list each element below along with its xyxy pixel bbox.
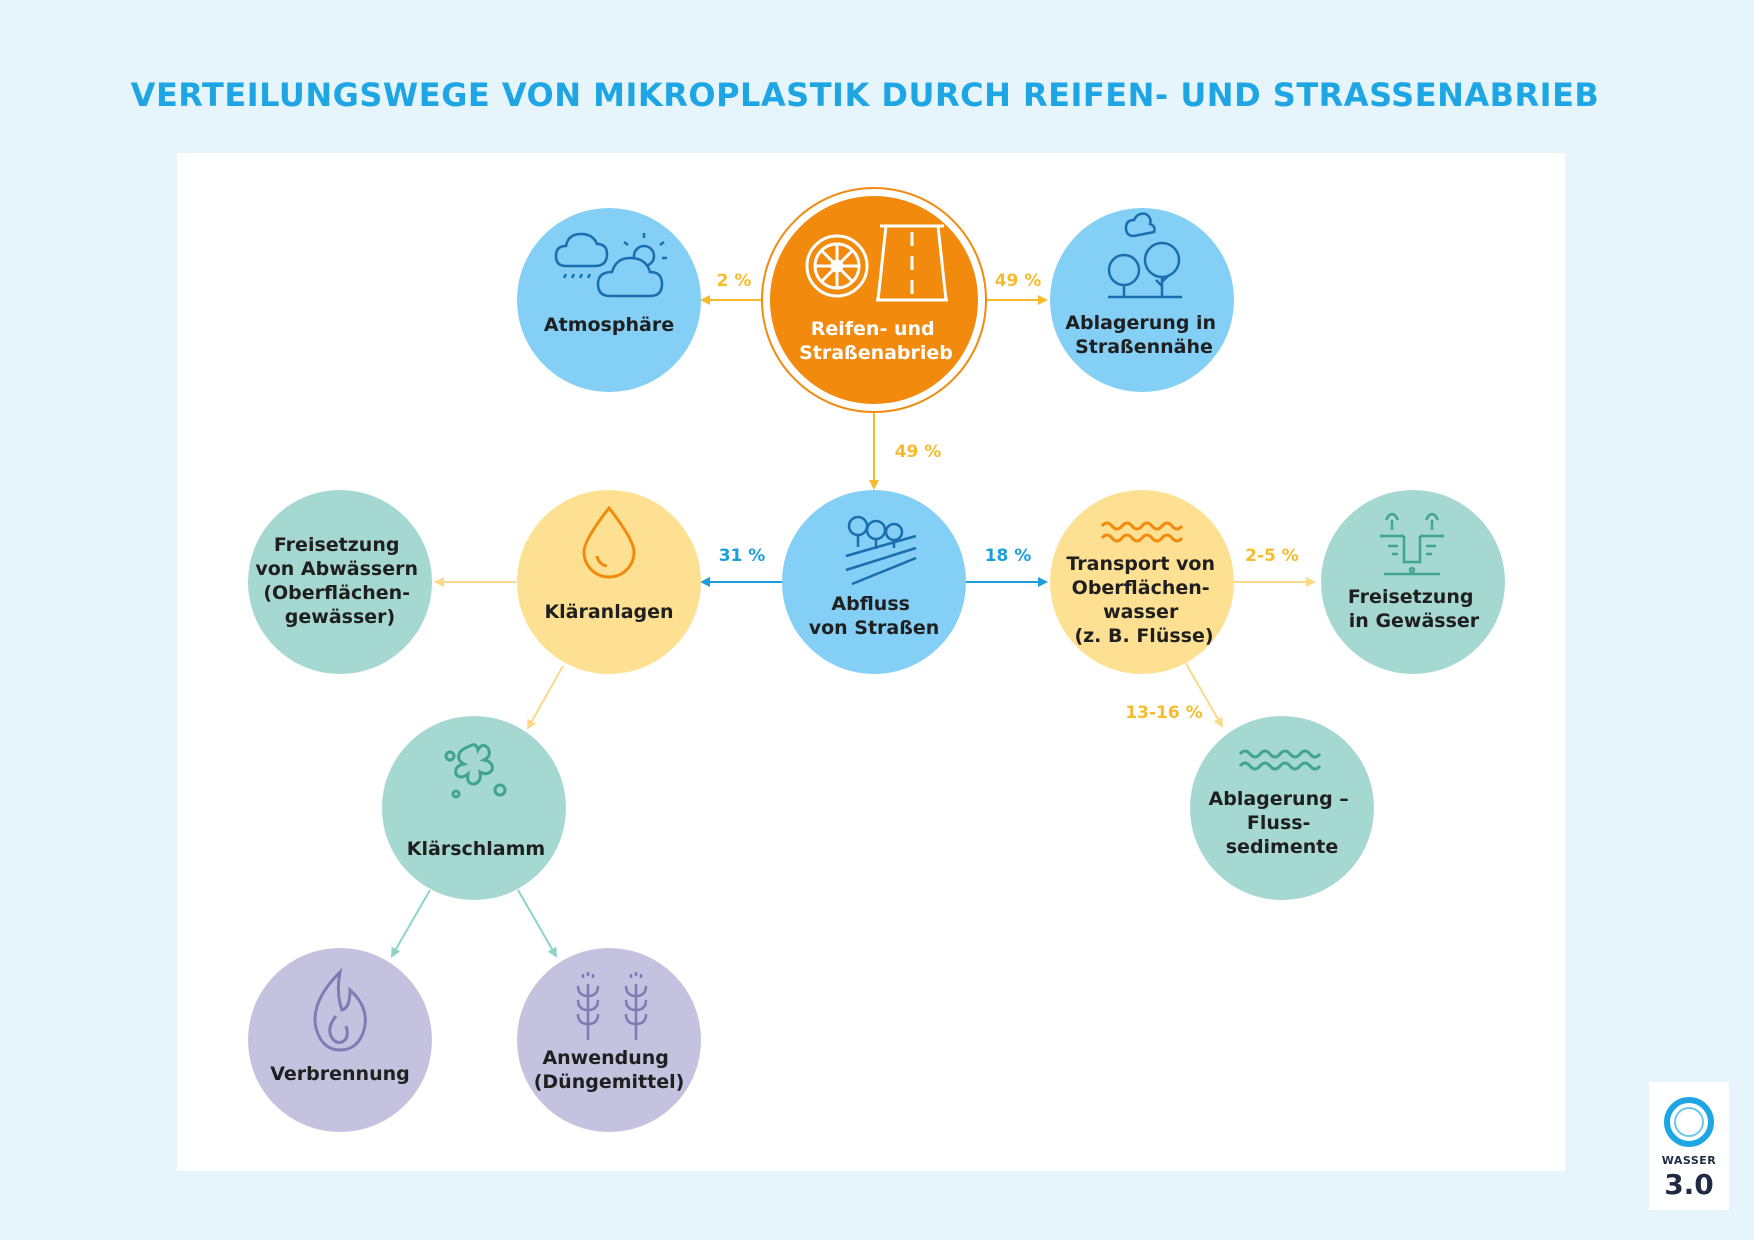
road-runoff-icon [845,515,917,586]
label-treatment: Kläranlagen [544,601,673,623]
node-sediment: Ablagerung – Fluss- sedimente [1190,716,1374,900]
pct-treatment: 31 % [719,546,766,566]
waves-icon [1100,521,1184,543]
pct-atmosphere: 2 % [717,271,752,291]
outflow-icon [1380,512,1444,576]
tire-icon [805,234,869,298]
water-drop-icon [582,505,636,579]
pct-sediment: 13-16 % [1125,703,1202,723]
logo-version: 3.0 [1664,1168,1714,1201]
node-wastewater: Freisetzung von Abwässern (Oberflächen- … [248,490,432,674]
trees-icon [1107,212,1182,299]
label-fertilizer: Anwendung (Düngemittel) [534,1047,685,1093]
arrow-to-fertilizer [517,889,557,958]
node-source: Reifen- und Straßenabrieb [761,187,987,413]
label-surface: Transport von Oberflächen- wasser (z. B.… [1066,553,1221,647]
node-fertilizer: Anwendung (Düngemittel) [517,948,701,1132]
label-sediment: Ablagerung – Fluss- sedimente [1209,788,1356,858]
label-release: Freisetzung in Gewässer [1348,586,1480,632]
logo-ring-icon [1664,1097,1714,1147]
wheat-icon [576,972,648,1040]
label-runoff: Abfluss von Straßen [809,593,940,639]
pct-surface: 18 % [985,546,1032,566]
pct-roadside: 49 % [995,271,1042,291]
pct-release: 2-5 % [1245,546,1299,566]
node-atmosphere: Atmosphäre [517,208,701,392]
node-release: Freisetzung in Gewässer [1321,490,1505,674]
label-sludge: Klärschlamm [407,838,545,860]
node-surface: Transport von Oberflächen- wasser (z. B.… [1050,490,1234,674]
road-icon [876,224,948,302]
pct-runoff: 49 % [895,442,942,462]
node-treatment: Kläranlagen [517,490,701,674]
label-roadside: Ablagerung in Straßennähe [1065,312,1222,358]
wasser-logo: WASSER 3.0 [1649,1082,1729,1210]
node-runoff: Abfluss von Straßen [782,490,966,674]
weather-icon [554,232,667,298]
waves-icon-sediment [1238,749,1322,771]
page-title: VERTEILUNGSWEGE VON MIKROPLASTIK DURCH R… [130,76,1600,114]
arrow-to-incineration [391,889,431,958]
node-roadside: Ablagerung in Straßennähe [1050,208,1234,392]
node-incineration: Verbrennung [248,948,432,1132]
splash-icon [444,743,507,799]
arrow-to-sediment [1184,661,1224,728]
logo-brand: WASSER [1661,1154,1717,1167]
label-source: Reifen- und Straßenabrieb [799,318,953,364]
label-atmosphere: Atmosphäre [544,314,674,336]
label-incineration: Verbrennung [270,1063,410,1085]
node-sludge: Klärschlamm [382,716,566,900]
arrow-to-sludge [527,665,564,730]
flame-icon [313,967,367,1052]
label-wastewater: Freisetzung von Abwässern (Oberflächen- … [255,534,424,628]
